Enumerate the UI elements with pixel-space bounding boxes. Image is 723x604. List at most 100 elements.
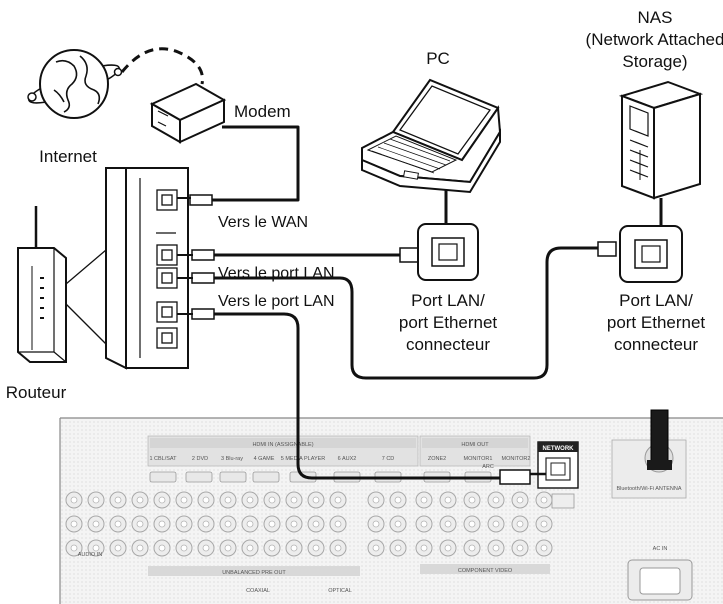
modem-icon [149, 82, 227, 144]
cable-router-nas [214, 246, 600, 380]
rca-jack-center [516, 496, 524, 504]
rca-jack-center [180, 544, 188, 552]
rca-jack-center [492, 496, 500, 504]
rca-jack-center [136, 520, 144, 528]
ac-in-label: AC IN [653, 546, 668, 552]
hdmi-in-7-label: 7 CD [382, 456, 395, 462]
plug-pc [399, 247, 419, 263]
nas-label-1: NAS [638, 8, 673, 27]
receiver-rear-panel: HDMI IN (ASSIGNABLE) 1 CBL/SAT 2 DVD 3 B… [59, 409, 723, 604]
rca-jack-center [92, 520, 100, 528]
rca-jack-center [246, 544, 254, 552]
lan2-label: Vers le port LAN [218, 293, 335, 310]
nas-port-label-2: port Ethernet [607, 313, 706, 332]
rca-jack-center [290, 496, 298, 504]
cable-modem-wan [212, 125, 300, 202]
rca-jack-center [114, 496, 122, 504]
modem-label: Modem [234, 102, 291, 121]
pc-label: PC [426, 49, 450, 68]
rca-jack-center [540, 496, 548, 504]
plug-lan1-router [191, 249, 215, 261]
hdmi-in-6-label: 6 AUX2 [338, 456, 357, 462]
rca-jack-center [372, 520, 380, 528]
network-port-label: NETWORK [543, 446, 575, 452]
rca-jack-center [540, 520, 548, 528]
rca-jack-center [224, 544, 232, 552]
plug-lan3-router [191, 308, 215, 320]
rca-jack-center [444, 496, 452, 504]
pc-port-label-2: port Ethernet [399, 313, 498, 332]
globe-icon [27, 49, 123, 119]
rca-jack-center [492, 520, 500, 528]
hdmi-in-2-label: 2 DVD [192, 456, 208, 462]
rca-jack-center [114, 520, 122, 528]
dashed-link [120, 47, 204, 85]
rca-jack-center [372, 544, 380, 552]
rca-jack-center [92, 544, 100, 552]
rca-jack-center [268, 544, 276, 552]
hdmi-out-monitor1-label: MONITOR1 [464, 456, 493, 462]
nas-port-label-3: connecteur [614, 335, 698, 354]
laptop-icon [361, 78, 502, 194]
rca-jack-center [70, 544, 78, 552]
rca-jack-center [540, 544, 548, 552]
router-label: Routeur [6, 383, 67, 402]
nas-port-label-1: Port LAN/ [619, 291, 693, 310]
network-port: NETWORK [537, 441, 579, 489]
rca-jack-center [334, 520, 342, 528]
rca-jack-center [334, 496, 342, 504]
rca-jack-center [394, 544, 402, 552]
rca-jack-center [468, 496, 476, 504]
rca-jack-center [268, 496, 276, 504]
pc-port-label-1: Port LAN/ [411, 291, 485, 310]
router-panel-zoom [105, 167, 193, 370]
hdmi-in-1-label: 1 CBL/SAT [149, 456, 177, 462]
rca-jack-center [180, 520, 188, 528]
rca-jacks [65, 491, 553, 557]
rca-jack-center [70, 520, 78, 528]
hdmi-in-5-label: 5 MEDIA PLAYER [281, 456, 326, 462]
rca-jack-center [70, 496, 78, 504]
hdmi-out-monitor2-label: MONITOR2 [502, 456, 531, 462]
plug-wan [189, 194, 213, 206]
rca-jack-center [158, 520, 166, 528]
router-icon [17, 206, 67, 363]
preout-label: UNBALANCED PRE OUT [222, 570, 286, 576]
rca-jack-center [420, 520, 428, 528]
rca-jack-center [180, 496, 188, 504]
rca-jack-center [516, 544, 524, 552]
component-label: COMPONENT VIDEO [458, 568, 513, 574]
rca-jack-center [224, 496, 232, 504]
rca-jack-center [268, 520, 276, 528]
pc-ethernet-port [417, 223, 479, 281]
hdmi-out-label: HDMI OUT [461, 442, 489, 448]
nas-icon [618, 80, 704, 200]
wan-label: Vers le WAN [218, 214, 308, 231]
rca-jack-center [372, 496, 380, 504]
rca-jack-center [202, 496, 210, 504]
nas-ethernet-port [619, 225, 683, 283]
optical-label: OPTICAL [328, 588, 352, 594]
nas-label-3: Storage) [622, 52, 687, 71]
audio-in-label: AUDIO IN [78, 552, 102, 558]
lan1-label: Vers le port LAN [218, 265, 335, 282]
rca-jack-center [468, 520, 476, 528]
rca-jack-center [136, 496, 144, 504]
rca-jack-center [312, 544, 320, 552]
rca-jack-center [92, 496, 100, 504]
hdmi-in-3-label: 3 Blu-ray [221, 456, 243, 462]
rca-jack-center [290, 520, 298, 528]
rca-jack-center [246, 520, 254, 528]
rca-jack-center [444, 544, 452, 552]
rca-jack-center [492, 544, 500, 552]
coaxial-label: COAXIAL [246, 588, 270, 594]
rca-jack-center [516, 520, 524, 528]
rca-jack-center [468, 544, 476, 552]
rca-jack-center [394, 520, 402, 528]
rca-jack-center [394, 496, 402, 504]
rca-jack-center [136, 544, 144, 552]
rca-jack-center [290, 544, 298, 552]
nas-label-2: (Network Attached [586, 30, 723, 49]
antenna: Bluetooth/Wi-Fi ANTENNA [611, 409, 687, 499]
arc-label: ARC [482, 464, 494, 470]
